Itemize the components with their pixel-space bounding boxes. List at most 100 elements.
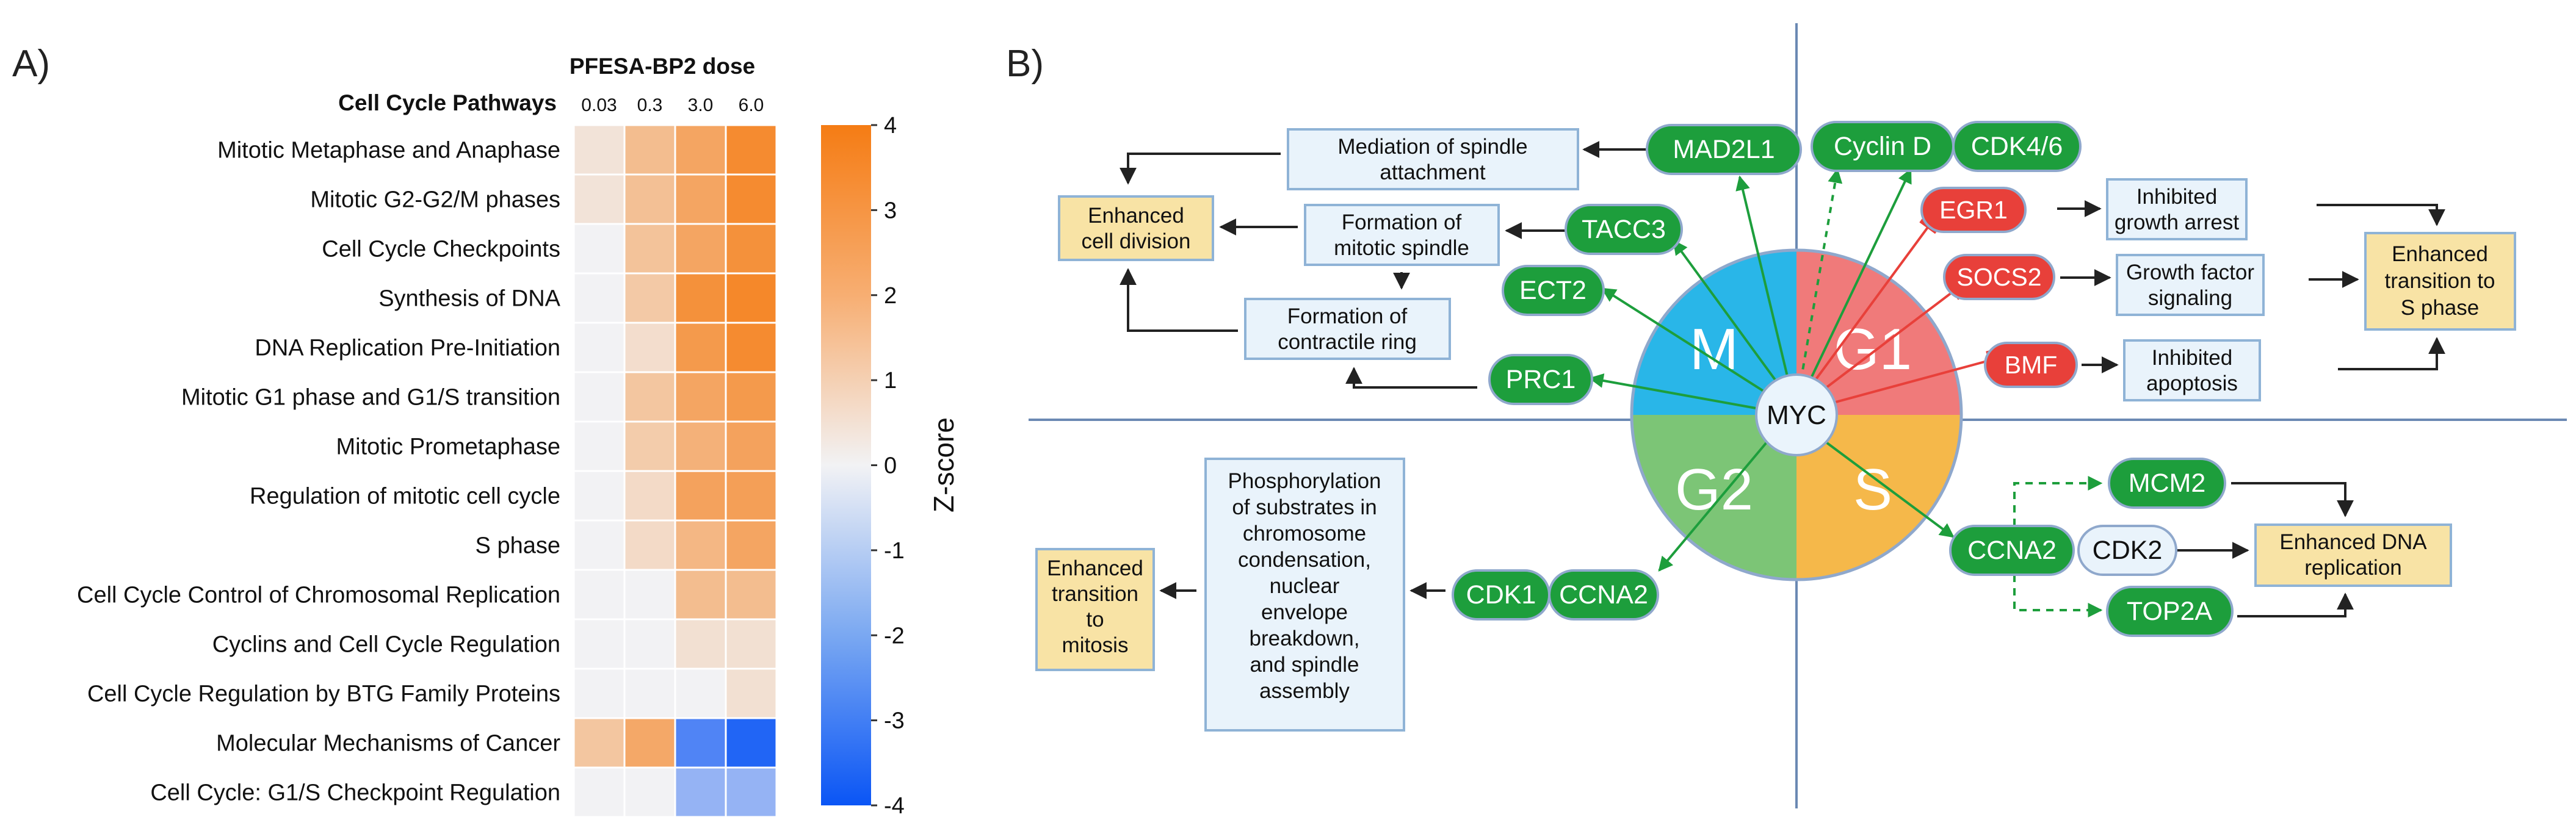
process-boxes: Mediation of spindle attachment Formatio… <box>1204 128 2265 732</box>
pathway-label: DNA Replication Pre-Initiation <box>255 336 560 361</box>
heatmap-cell <box>674 420 727 472</box>
heatmap-cell <box>674 569 727 621</box>
heatmap-cell <box>674 173 727 225</box>
dashed-green-arrows <box>2013 476 2103 617</box>
colorbar-tick-label: 3 <box>884 198 897 223</box>
cdk2-label: CDK2 <box>2093 536 2163 565</box>
growth-arrest-box <box>2106 178 2248 240</box>
arrow-apoptosis-to-sphase <box>2338 337 2445 370</box>
pathway-label: Regulation of mitotic cell cycle <box>250 484 560 509</box>
dna-replication-line2: replication <box>2304 556 2402 580</box>
phosphorylation-line: of substrates in <box>1232 495 1377 519</box>
heatmap-cell <box>674 371 727 423</box>
phosphorylation-line: assembly <box>1259 679 1350 703</box>
cell-cycle-wheel: M G1 G2 S <box>1630 248 1963 581</box>
heatmap-cell <box>573 667 626 719</box>
contractile-ring-box <box>1244 298 1451 360</box>
heatmap-cell <box>725 173 778 225</box>
dose-label: 0.03 <box>581 95 617 115</box>
phosphorylation-line: Phosphorylation <box>1228 469 1381 493</box>
spoke-bmf <box>1822 350 1997 407</box>
apoptosis-line1: Inhibited <box>2152 346 2232 370</box>
heatmap-cell <box>674 124 727 176</box>
heatmap-cell <box>623 173 676 225</box>
heatmap-cell <box>725 223 778 275</box>
spoke-socs2 <box>1815 281 1963 397</box>
heatmap-cell <box>573 519 626 571</box>
g1-phase-sector <box>1796 250 1961 415</box>
heatmap-cell <box>573 371 626 423</box>
phosphorylation-line: breakdown, <box>1250 627 1360 650</box>
myc-spokes <box>1588 168 1997 572</box>
spindle-attachment-line1: Mediation of spindle <box>1337 135 1527 159</box>
socs2-pill <box>1943 254 2055 300</box>
heatmap-cell <box>573 766 626 818</box>
apoptosis-line2: apoptosis <box>2146 372 2238 395</box>
growth-factor-line2: signaling <box>2148 286 2232 310</box>
ccna2-g2-label: CCNA2 <box>1559 580 1648 610</box>
heatmap-cell <box>573 618 626 670</box>
cell-division-line1: Enhanced <box>1088 204 1184 228</box>
arrow-mcm2-to-replication <box>2231 482 2354 517</box>
spoke-prc1 <box>1588 373 1767 411</box>
wheel-outline <box>1630 248 1963 581</box>
dose-label: 3.0 <box>688 95 714 115</box>
dna-replication-box <box>2254 523 2452 587</box>
colorbar-tick-label: -3 <box>884 708 905 734</box>
heatmap-cell <box>623 124 676 176</box>
heatmap-cell <box>623 470 676 522</box>
pathway-label: Mitotic G2-G2/M phases <box>310 187 560 213</box>
mcm2-label: MCM2 <box>2129 469 2206 498</box>
dna-replication-line1: Enhanced DNA <box>2279 530 2427 554</box>
colorbar-tick-label: -1 <box>884 538 905 564</box>
heatmap-cell <box>725 766 778 818</box>
colorbar-tick-label: -2 <box>884 623 905 649</box>
heatmap-cell <box>674 667 727 719</box>
egr1-pill <box>1920 187 2027 233</box>
heatmap-cell <box>725 618 778 670</box>
s-phase-outcome-line1: Enhanced <box>2392 242 2488 266</box>
heatmap-cell <box>623 322 676 373</box>
pathway-label: Mitotic Prometaphase <box>336 434 561 460</box>
prc1-label: PRC1 <box>1506 365 1576 394</box>
s-phase-sector <box>1796 415 1961 580</box>
arrow-ring-to-division <box>1120 268 1238 332</box>
arrow-top2a-to-replication <box>2237 592 2354 617</box>
spoke-g2 <box>1658 437 1771 572</box>
growth-arrest-line2: growth arrest <box>2115 210 2240 234</box>
heatmap-cell <box>725 717 778 769</box>
heatmap-cell <box>573 717 626 769</box>
phosphorylation-box <box>1204 458 1405 732</box>
heatmap-cell <box>623 223 676 275</box>
myc-node <box>1755 373 1838 456</box>
heatmap-cell <box>725 272 778 324</box>
phosphorylation-line: condensation, <box>1238 548 1371 572</box>
mad2l1-label: MAD2L1 <box>1673 135 1775 164</box>
heatmap-cell <box>674 322 727 373</box>
pathway-label: Molecular Mechanisms of Cancer <box>216 731 560 757</box>
arrow-attachment-to-division <box>1120 153 1281 185</box>
pathway-label: Mitotic Metaphase and Anaphase <box>217 138 560 164</box>
pathway-label: S phase <box>476 533 560 559</box>
spoke-cdk46 <box>1807 168 1912 385</box>
mad2l1-pill <box>1646 124 1802 175</box>
contractile-ring-line1: Formation of <box>1287 304 1408 328</box>
colorbar-tick-label: 1 <box>884 368 897 394</box>
arrow-ccna2-to-mcm2 <box>2013 476 2103 526</box>
heatmap-cell <box>725 470 778 522</box>
heatmap-cell <box>623 371 676 423</box>
cell-division-box <box>1058 195 1214 261</box>
heatmap-cell <box>573 470 626 522</box>
mitosis-outcome-box <box>1035 548 1155 671</box>
outcome-boxes: Enhanced cell division Enhanced transiti… <box>1035 195 2516 671</box>
mitotic-spindle-box <box>1304 204 1500 266</box>
spoke-tacc3 <box>1673 240 1781 387</box>
heatmap-cell <box>725 519 778 571</box>
spoke-egr1 <box>1809 217 1939 389</box>
heatmap-cell <box>674 272 727 324</box>
mitotic-spindle-line1: Formation of <box>1342 210 1462 234</box>
dose-header: PFESA-BP2 dose <box>570 54 755 79</box>
heatmap-cell <box>725 371 778 423</box>
